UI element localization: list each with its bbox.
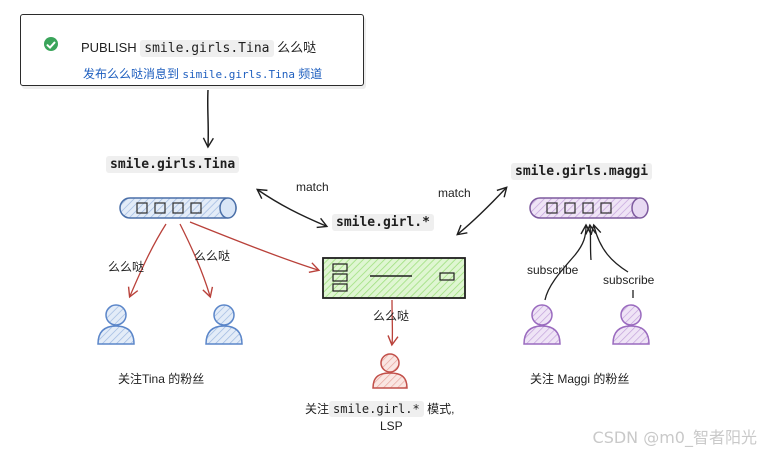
subscribe-label-left: subscribe [527, 263, 579, 277]
maggi-channel-pipe [529, 197, 649, 219]
msg-arrow-to-pattern [189, 221, 321, 274]
maggi-fans-label: 关注 Maggi 的粉丝 [530, 372, 630, 386]
maggi-fan-person-icon-2 [612, 304, 650, 345]
pattern-channel-box [322, 257, 466, 299]
msg-label-pattern: 么么哒 [373, 309, 410, 323]
maggi-channel-label: smile.girls.maggi [511, 163, 653, 180]
pattern-channel-label: smile.girl.* [332, 214, 434, 231]
tina-fan-person-icon-1 [97, 304, 135, 345]
msg-arrow-tina-right [179, 223, 214, 299]
watermark: CSDN @m0_智者阳光 [592, 428, 757, 447]
publish-notification-card: PUBLISH smile.girls.Tina 么么哒 发布么么哒消息到 si… [20, 14, 364, 86]
match-arrow-right [456, 186, 508, 236]
notification-title: PUBLISH smile.girls.Tina 么么哒 [81, 40, 317, 57]
notification-subtitle: 发布么么哒消息到 simile.girls.Tina 频道 [83, 67, 323, 81]
lsp-fan-person-icon [372, 353, 408, 389]
msg-label-tina-left: 么么哒 [108, 260, 145, 274]
match-label-left: match [296, 180, 329, 194]
tina-channel-label: smile.girls.Tina [106, 156, 240, 173]
tina-fan-person-icon-2 [205, 304, 243, 345]
check-circle-icon [44, 37, 58, 51]
tina-fans-label: 关注Tina 的粉丝 [118, 372, 205, 386]
msg-label-tina-right: 么么哒 [194, 249, 231, 263]
subscribe-label-right: subscribe [603, 273, 655, 287]
lsp-label: LSP [380, 419, 403, 433]
match-arrow-left [255, 188, 329, 229]
publish-arrow [202, 89, 214, 149]
match-label-right: match [438, 186, 471, 200]
subscribe-arrow-right [594, 226, 634, 298]
maggi-fan-person-icon-1 [523, 304, 561, 345]
tina-channel-pipe [119, 197, 237, 219]
msg-arrow-tina-left [127, 223, 167, 299]
